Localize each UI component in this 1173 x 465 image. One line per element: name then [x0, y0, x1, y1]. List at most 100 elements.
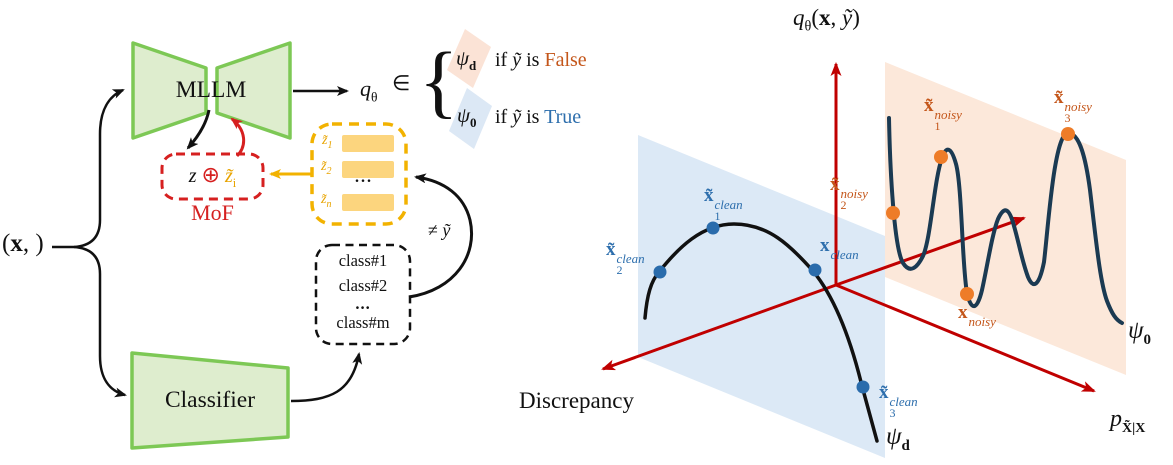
- case-false-plane: [447, 29, 491, 88]
- feature-bar-n: [342, 194, 394, 211]
- q-comma: ,: [830, 5, 842, 30]
- case-true-cond: if ỹ is True: [495, 107, 581, 128]
- p-sub: X̃|X: [1122, 420, 1146, 436]
- psi-0-curve: [887, 116, 1124, 325]
- bank-base: z̃: [322, 133, 328, 148]
- psi-sub: d: [901, 438, 910, 454]
- bank-ellipsis: ...: [355, 169, 373, 186]
- mof-content: z ⊕ z̃i: [162, 163, 263, 190]
- mof-to-mllm-arrow: [230, 117, 246, 158]
- vec-sup: clean: [616, 251, 645, 266]
- dot-x3-clean: [856, 380, 870, 394]
- psi-sub: 0: [1143, 332, 1152, 348]
- input-to-classifier-arrow: [73, 245, 127, 398]
- q-out-label: qθ: [360, 77, 378, 105]
- vec-sub: 3: [1064, 111, 1071, 126]
- vec-base: x̃: [924, 95, 934, 116]
- cond-y: ỹ: [512, 106, 522, 128]
- mllm-to-mof-arrow: [186, 109, 211, 150]
- bank-sub: n: [326, 198, 332, 210]
- mof-label: MoF: [191, 200, 234, 225]
- q-sub: θ: [804, 18, 812, 35]
- cond-is: is: [521, 106, 545, 128]
- mllm-decoder-shape: [215, 41, 292, 140]
- vec-sub: 2: [616, 263, 623, 278]
- q-open: (: [811, 5, 819, 30]
- psi-glyph: ψ: [1128, 317, 1144, 344]
- dot-x1-clean: [706, 221, 720, 235]
- vec-sup: noisy: [1064, 99, 1092, 114]
- vec-sup: clean: [714, 197, 743, 212]
- vec-sup: noisy: [840, 186, 868, 201]
- p-axis-label: pX̃|X: [1110, 406, 1146, 436]
- q-close: ): [852, 5, 860, 30]
- input-label: (x, ): [2, 230, 44, 257]
- vec-sup: noisy: [968, 314, 996, 329]
- vec-scripts: clean: [830, 247, 859, 262]
- vec-sup: clean: [830, 247, 859, 262]
- input-x: x: [10, 230, 23, 257]
- vec-sub: 2: [840, 198, 847, 213]
- clean-plane: [638, 135, 885, 458]
- cases-brace: {: [419, 35, 459, 126]
- oplus-symbol: ⊕: [201, 162, 220, 187]
- input-close: , ): [22, 230, 44, 257]
- case-false-cond: if ỹ is False: [495, 50, 587, 71]
- mof-zt-sub: i: [232, 176, 237, 190]
- case-false-psi: ψd: [456, 47, 476, 73]
- p-base: p: [1110, 406, 1122, 432]
- q-axis-label: qθ(x, ỹ): [793, 5, 860, 35]
- mof-zt: z̃: [224, 165, 233, 187]
- vec-base: x: [958, 302, 968, 323]
- psi-sub: d: [469, 58, 477, 74]
- bank-item-2: z̃2: [321, 159, 331, 177]
- bank-sub: 1: [327, 139, 333, 151]
- psi-glyph: ψ: [886, 423, 902, 450]
- q-x: x: [819, 5, 831, 30]
- vec-sub: 1: [714, 209, 721, 224]
- classifier-label: Classifier: [164, 387, 256, 413]
- vec-scripts: noisy: [968, 314, 996, 329]
- vec-base: x̃: [830, 174, 840, 195]
- neq-symbol: ≠: [428, 220, 443, 240]
- mllm-label: MLLM: [175, 77, 247, 103]
- q-base: q: [793, 5, 805, 30]
- feature-bar-1: [342, 135, 394, 152]
- vec-base: x̃: [1054, 87, 1064, 108]
- bank-base: z̃: [321, 192, 327, 207]
- psi-glyph: ψ: [456, 46, 470, 70]
- case-false-value: False: [544, 49, 587, 71]
- bank-item-n: z̃n: [321, 192, 332, 210]
- psi-glyph: ψ: [457, 103, 471, 127]
- class-line-m: class#m: [336, 313, 390, 332]
- p-axis-arrow: [835, 283, 1096, 393]
- neq-y: ỹ: [442, 220, 451, 240]
- q-out-base: q: [360, 76, 371, 101]
- input-open: (: [2, 230, 11, 257]
- element-of-symbol: ∈: [392, 71, 411, 95]
- class-line-2: class#2: [338, 276, 388, 295]
- feature-bar-2: [342, 161, 394, 178]
- class-to-bank-arrow: [408, 173, 473, 299]
- dot-x2-noisy: [886, 206, 900, 220]
- dot-x3-noisy: [1061, 127, 1075, 141]
- class-box: [314, 243, 412, 346]
- q-out-sub: θ: [371, 89, 378, 105]
- dot-x1-noisy: [934, 150, 948, 164]
- psi-sub: 0: [470, 115, 477, 131]
- psi-0-label: ψ0: [1128, 317, 1152, 349]
- dot-x-noisy: [960, 287, 974, 301]
- classifier-shape: [130, 351, 290, 450]
- bank-item-1: z̃1: [322, 133, 333, 151]
